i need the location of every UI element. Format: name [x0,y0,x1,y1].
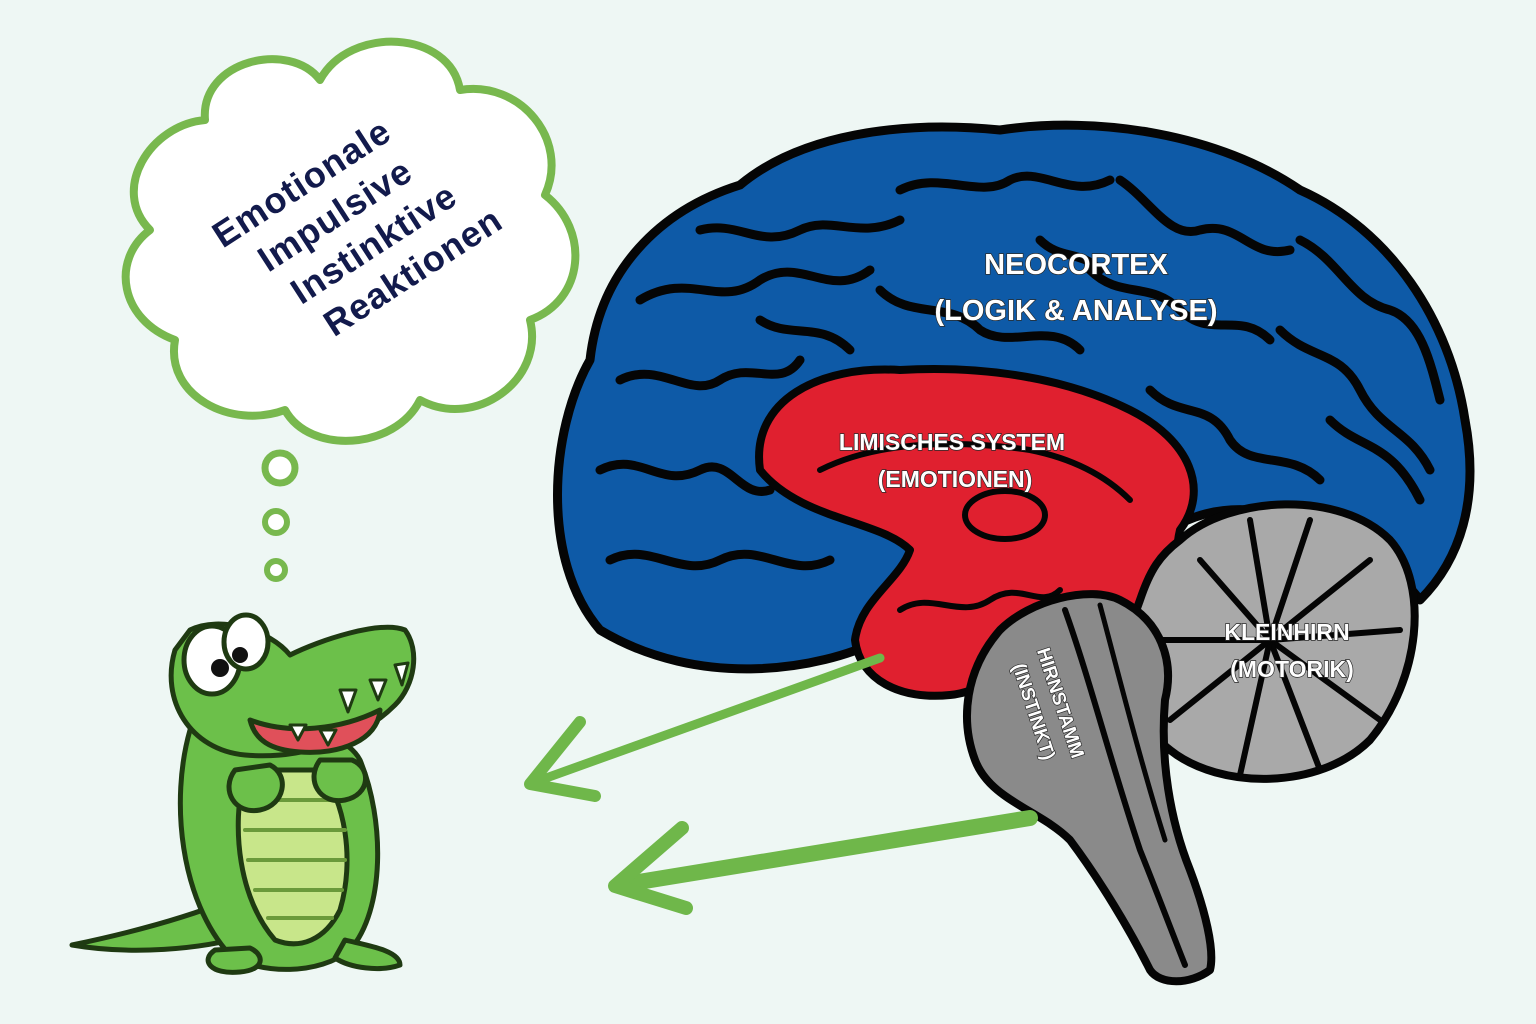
brainstem-ridge-2 [1097,602,1168,843]
limbic-label-title: LIMISCHES SYSTEM [839,429,1065,455]
arrows [524,653,1038,915]
crocodile-illustration [69,612,417,975]
limbic-lower-fold [897,587,1063,613]
brain: NEOCORTEX (LOGIK & ANALYSE) LIMISCHES SY… [553,120,1475,986]
arrow-limbic-to-crocodile [524,653,885,802]
neocortex-folds [595,171,1445,571]
thought-bubble: Emotionale Impulsive Instinktive Reaktio… [121,37,580,582]
thalamus [962,488,1048,542]
cerebellum-label-subtitle: (MOTORIK) [1230,656,1354,682]
neocortex-label-title: NEOCORTEX [984,249,1168,281]
arrow-brainstem-to-crocodile [608,810,1038,915]
thought-dot-medium [262,508,290,536]
limbic-inner-fold [817,441,1133,503]
thought-dot-large [261,449,299,487]
thought-dot-small [264,558,288,582]
cerebellum-region [1126,500,1419,783]
brainstem-ridge [1062,607,1188,968]
neocortex-label-subtitle: (LOGIK & ANALYSE) [934,295,1217,327]
brainstem-region [963,590,1216,986]
thought-cloud [121,37,580,445]
limbic-label-subtitle: (EMOTIONEN) [878,466,1033,492]
cerebellum-label-title: KLEINHIRN [1224,619,1349,645]
